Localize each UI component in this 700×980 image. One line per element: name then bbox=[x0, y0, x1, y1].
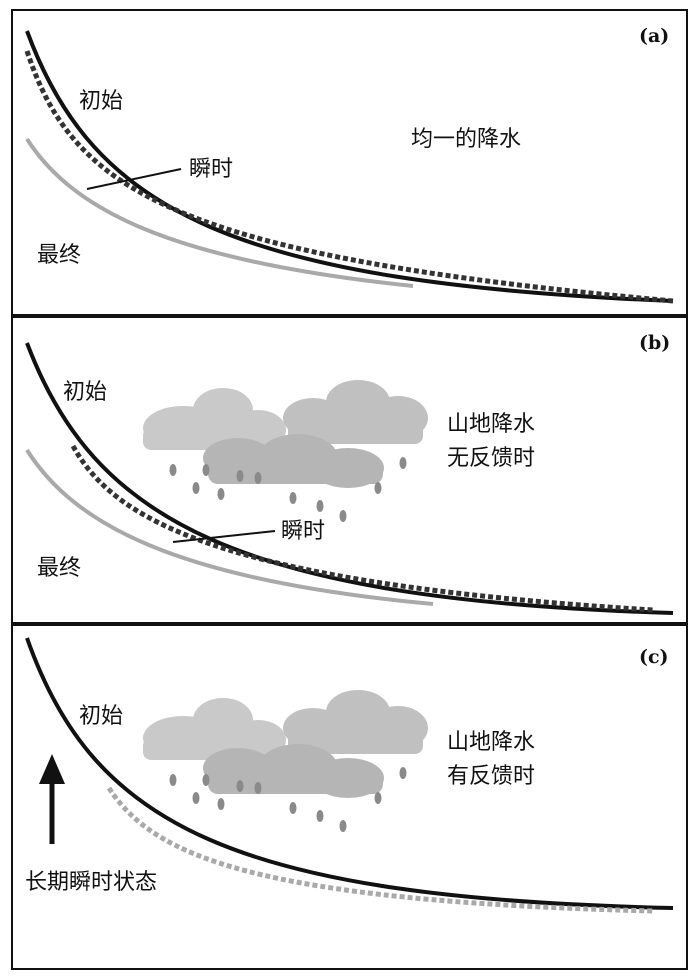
panel-title-line-2: 无反馈时 bbox=[447, 446, 536, 471]
cloud-icon bbox=[283, 380, 428, 444]
panel-title-line-1: 山地降水 bbox=[447, 730, 536, 755]
final-curve bbox=[25, 137, 414, 288]
panel-c-curves bbox=[25, 637, 674, 914]
transient-pointer-line bbox=[172, 530, 276, 543]
cloud-icon bbox=[203, 744, 384, 798]
up-arrow-icon bbox=[39, 754, 65, 844]
initial-curve bbox=[25, 637, 674, 910]
longterm-transient-curve bbox=[106, 786, 654, 914]
cloud-icon bbox=[143, 388, 286, 450]
final-label: 最终 bbox=[37, 243, 82, 268]
raindrop-icon bbox=[169, 457, 407, 522]
final-label: 最终 bbox=[37, 556, 82, 581]
panel-tag: (b) bbox=[639, 332, 671, 354]
transient-pointer-line bbox=[86, 168, 182, 190]
longterm-label: 长期瞬时状态 bbox=[25, 870, 158, 895]
raindrop-icon bbox=[169, 767, 407, 832]
transient-label: 瞬时 bbox=[189, 157, 234, 182]
panel-tag: (c) bbox=[639, 646, 669, 668]
initial-label: 初始 bbox=[79, 89, 124, 114]
cloud-icon bbox=[203, 434, 384, 488]
panel-b-curves bbox=[25, 342, 674, 615]
panel-title-line-1: 山地降水 bbox=[447, 412, 536, 437]
final-curve bbox=[25, 448, 434, 606]
transient-label: 瞬时 bbox=[281, 519, 326, 544]
panel-tag: (a) bbox=[639, 25, 670, 47]
panel-title-line-1: 均一的降水 bbox=[411, 127, 522, 152]
panel-b: (b) 初始 瞬时 最终 山地降水 无反馈时 bbox=[11, 316, 688, 624]
panel-c: (c) 初始 山地降水 有反馈时 长期瞬时状态 bbox=[11, 624, 688, 970]
initial-curve bbox=[25, 30, 674, 303]
initial-label: 初始 bbox=[79, 704, 124, 729]
cloud-icon bbox=[143, 698, 286, 760]
panel-a-curves bbox=[24, 30, 674, 304]
panel-title-line-2: 有反馈时 bbox=[447, 764, 536, 789]
initial-label: 初始 bbox=[63, 380, 108, 405]
transient-curve bbox=[24, 50, 674, 304]
cloud-icon bbox=[283, 690, 428, 754]
panel-a: (a) 初始 瞬时 最终 均一的降水 bbox=[11, 9, 688, 316]
